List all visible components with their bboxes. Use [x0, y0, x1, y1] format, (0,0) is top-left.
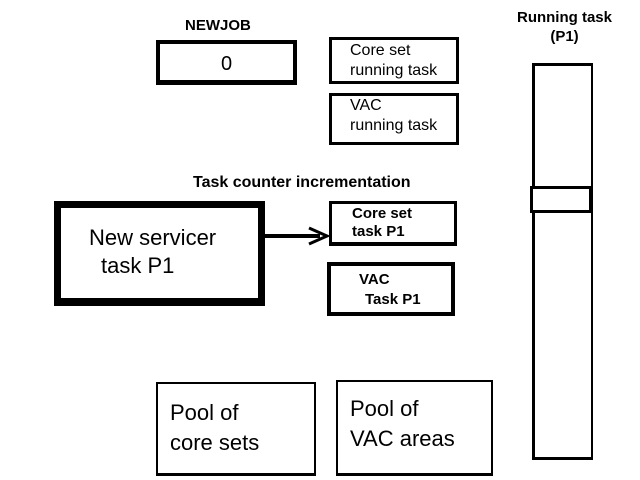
running-task-label-line-2: (P1) — [550, 28, 579, 45]
task-counter-incrementation-label: Task counter incrementation — [193, 174, 411, 191]
running-task-column — [532, 63, 593, 460]
vac-running-task-box: VAC running task — [329, 93, 459, 145]
arrow-head-icon — [308, 226, 331, 246]
running-task-slot — [530, 186, 592, 213]
running-task-label: Running task (P1) — [512, 8, 617, 46]
running-task-label-line-1: Running task — [516, 9, 612, 26]
core-set-task-p1-line-2: task P1 — [352, 223, 405, 240]
pool-of-core-sets-box: Pool of core sets — [156, 382, 316, 476]
core-set-running-task-line-2: running task — [350, 62, 438, 79]
pool-vac-areas-line-1: Pool of — [350, 396, 419, 421]
pool-vac-areas-line-2: VAC areas — [350, 426, 455, 451]
pool-of-vac-areas-box: Pool of VAC areas — [336, 380, 493, 476]
newjob-label: NEWJOB — [185, 17, 251, 34]
core-set-task-p1-box: Core set task P1 — [329, 201, 457, 246]
core-set-task-p1-line-1: Core set — [352, 205, 413, 222]
vac-task-p1-line-1: VAC — [359, 271, 390, 288]
newjob-counter-box: 0 — [156, 40, 297, 85]
new-servicer-line-2: task P1 — [101, 253, 175, 278]
vac-task-p1-box: VAC Task P1 — [327, 262, 455, 316]
vac-running-task-line-2: running task — [350, 117, 438, 134]
new-servicer-task-box: New servicer task P1 — [54, 201, 265, 306]
vac-task-p1-line-2: Task P1 — [365, 291, 421, 308]
pool-core-sets-line-1: Pool of — [170, 400, 239, 425]
increment-arrow — [265, 226, 331, 246]
pool-core-sets-line-2: core sets — [170, 430, 260, 455]
newjob-counter-value: 0 — [220, 53, 233, 75]
new-servicer-line-1: New servicer — [89, 225, 217, 250]
new-servicer-task-text: New servicer task P1 — [89, 224, 216, 280]
vac-running-task-line-1: VAC — [350, 97, 382, 114]
core-set-running-task-line-1: Core set — [350, 42, 411, 59]
core-set-running-task-box: Core set running task — [329, 37, 459, 84]
